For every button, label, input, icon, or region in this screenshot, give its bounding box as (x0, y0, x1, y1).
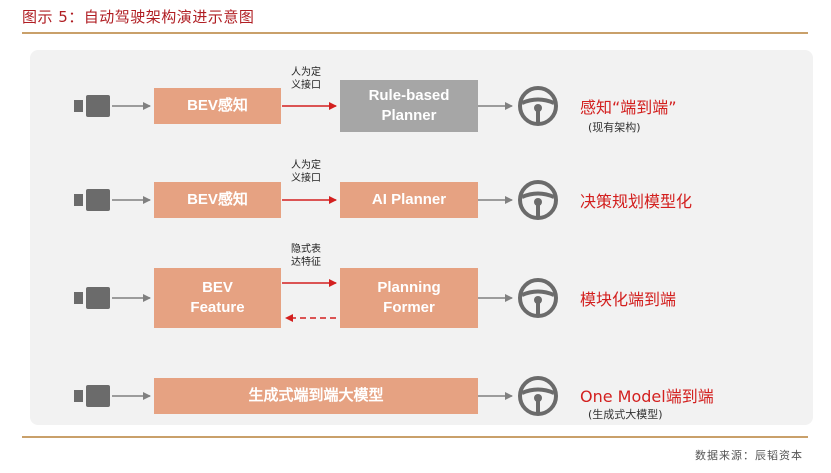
camera-icon (74, 287, 110, 309)
planner-box: AI Planner (340, 182, 478, 218)
architecture-label: One Model端到端 (580, 387, 714, 406)
data-source: 数据来源：辰韬资本 (695, 449, 803, 462)
camera-icon (74, 385, 110, 407)
steering-wheel-icon (518, 376, 558, 416)
generative-model-box: 生成式端到端大模型 (154, 378, 478, 414)
architecture-label: 模块化端到端 (580, 290, 677, 309)
perception-box: BEV感知 (154, 88, 281, 124)
top-divider (22, 32, 808, 34)
camera-icon (74, 189, 110, 211)
architecture-sublabel: (现有架构) (588, 121, 641, 134)
architecture-sublabel: (生成式大模型) (588, 408, 663, 421)
camera-icon (74, 95, 110, 117)
feature-box: BEV Feature (154, 268, 281, 328)
planner-box: Rule-based Planner (340, 80, 478, 132)
steering-wheel-icon (518, 86, 558, 126)
feature-note: 隐式表 达特征 (291, 244, 321, 268)
architecture-label: 决策规划模型化 (580, 192, 693, 211)
interface-note: 人为定 义接口 (291, 67, 321, 91)
figure-title: 图示 5：自动驾驶架构演进示意图 (22, 8, 255, 26)
bottom-divider (22, 436, 808, 438)
planner-box: Planning Former (340, 268, 478, 328)
perception-box: BEV感知 (154, 182, 281, 218)
interface-note: 人为定 义接口 (291, 160, 321, 184)
steering-wheel-icon (518, 180, 558, 220)
architecture-label: 感知“端到端” (580, 98, 677, 117)
steering-wheel-icon (518, 278, 558, 318)
